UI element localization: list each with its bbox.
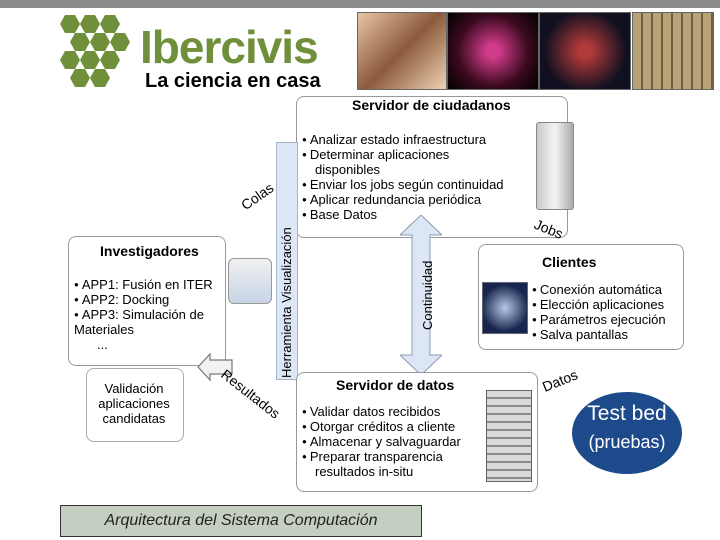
colas-label: Colas bbox=[238, 179, 277, 214]
hex-icon bbox=[100, 51, 120, 69]
hex-icon bbox=[80, 15, 100, 33]
datos-label: Datos bbox=[540, 366, 580, 395]
herramienta-label: Herramienta Visualización bbox=[279, 227, 294, 378]
list-item: APP3: Simulación de Materiales bbox=[74, 307, 224, 337]
hex-icon bbox=[80, 51, 100, 69]
list-item: ... bbox=[97, 337, 108, 352]
simulation-photo bbox=[447, 12, 539, 90]
testbed-line2: (pruebas) bbox=[588, 432, 666, 452]
hex-icon bbox=[110, 33, 130, 51]
logo-tagline: La ciencia en casa bbox=[145, 70, 321, 92]
list-item: APP1: Fusión en ITER bbox=[74, 277, 224, 292]
list-item: APP2: Docking bbox=[74, 292, 224, 307]
hand-pointer-icon bbox=[197, 352, 233, 382]
validacion-box bbox=[86, 368, 184, 442]
list-item: Analizar estado infraestructura bbox=[302, 132, 532, 147]
top-bar bbox=[0, 0, 720, 8]
server-tower-icon bbox=[536, 122, 574, 210]
hex-icon bbox=[60, 15, 80, 33]
ibercivis-logo: Ibercivis La ciencia en casa bbox=[50, 10, 350, 92]
clientes-list: Conexión automática Elección aplicacione… bbox=[532, 282, 682, 342]
list-item: Determinar aplicaciones bbox=[302, 147, 532, 162]
list-item: Aplicar redundancia periódica bbox=[302, 192, 532, 207]
list-item: Otorgar créditos a cliente bbox=[302, 419, 482, 434]
hex-icon bbox=[70, 69, 90, 87]
list-item-continuation: resultados in-situ bbox=[315, 464, 414, 479]
list-item: Salva pantallas bbox=[532, 327, 682, 342]
servidor-datos-title: Servidor de datos bbox=[336, 377, 455, 393]
servidor-ciudadanos-title: Servidor de ciudadanos bbox=[352, 97, 511, 113]
logo-name: Ibercivis bbox=[140, 21, 319, 73]
investigadores-list: APP1: Fusión en ITER APP2: Docking APP3:… bbox=[74, 277, 224, 352]
testbed-badge: Test bed (pruebas) bbox=[572, 392, 682, 474]
hex-icon bbox=[100, 15, 120, 33]
list-item: Parámetros ejecución bbox=[532, 312, 682, 327]
continuidad-arrow bbox=[400, 215, 442, 375]
screensaver-icon bbox=[482, 282, 528, 334]
servidor-ciudadanos-list: Analizar estado infraestructura Determin… bbox=[302, 132, 532, 222]
hex-icon bbox=[90, 69, 110, 87]
clientes-title: Clientes bbox=[542, 254, 597, 270]
investigadores-title: Investigadores bbox=[100, 243, 199, 259]
list-item: Enviar los jobs según continuidad bbox=[302, 177, 532, 192]
server-rack-icon bbox=[486, 390, 532, 482]
hex-icon bbox=[60, 51, 80, 69]
list-item: Elección aplicaciones bbox=[532, 297, 682, 312]
hex-icon bbox=[70, 33, 90, 51]
molecule-photo bbox=[539, 12, 631, 90]
testbed-line1: Test bed bbox=[587, 402, 667, 425]
hands-photo bbox=[357, 12, 447, 90]
resultados-label: Resultados bbox=[218, 366, 284, 422]
herramienta-bar bbox=[276, 142, 298, 380]
list-item-continuation: disponibles bbox=[315, 162, 381, 177]
continuidad-label: Continuidad bbox=[420, 260, 435, 330]
hex-icon bbox=[90, 33, 110, 51]
list-item: Base Datos bbox=[302, 207, 532, 222]
servidor-datos-list: Validar datos recibidos Otorgar créditos… bbox=[302, 404, 482, 479]
datacenter-photo bbox=[632, 12, 714, 90]
validacion-text: Validación aplicaciones candidatas bbox=[98, 381, 170, 426]
imac-icon bbox=[228, 258, 272, 304]
list-item: Almacenar y salvaguardar bbox=[302, 434, 482, 449]
list-item: Conexión automática bbox=[532, 282, 682, 297]
list-item: Preparar transparencia bbox=[302, 449, 482, 464]
list-item: Validar datos recibidos bbox=[302, 404, 482, 419]
footer-caption: Arquitectura del Sistema Computación bbox=[60, 505, 422, 537]
